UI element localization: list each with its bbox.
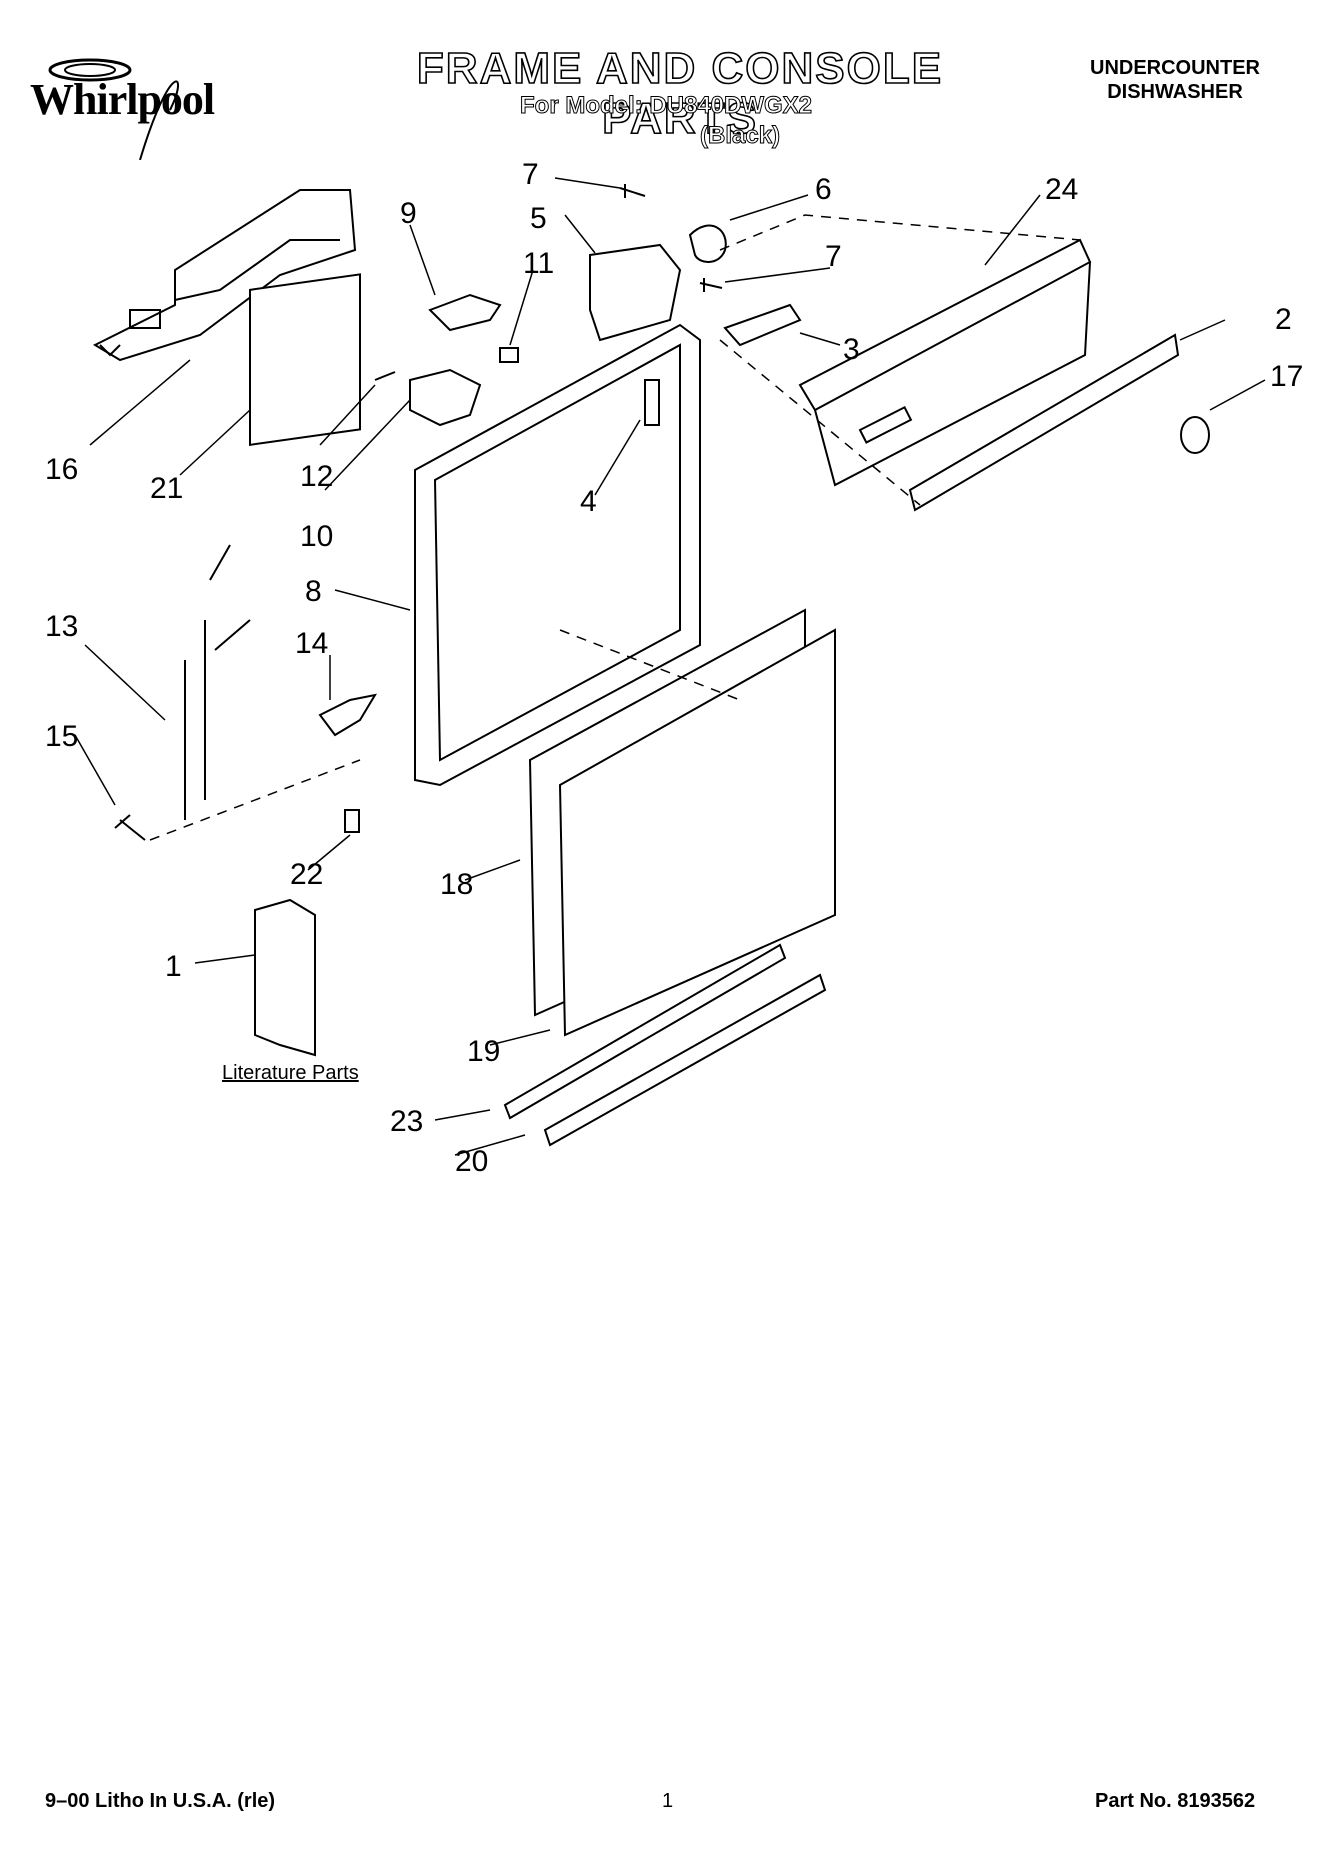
callout-label: 16 [45,453,79,486]
callout-label: 7 [825,240,842,273]
part-18-door-inner [558,628,836,1037]
page-number: 1 [662,1790,674,1812]
part-16-console-bracket [92,189,357,362]
part-11-switch [499,347,519,363]
callout-label: 12 [300,460,334,493]
callout-label: 7 [522,158,539,191]
part-8-frame [414,323,701,787]
literature-parts-label: Literature Parts [222,1062,359,1084]
part-7-screw-mid [699,278,723,292]
part-1-literature [254,898,316,1057]
part-7-screw-top [619,184,646,198]
callout-label: 6 [815,173,832,206]
part-5-latch [589,243,682,342]
callout-label: 15 [45,720,79,753]
callout-label: 8 [305,575,322,608]
part-number: Part No. 8193562 [1095,1790,1256,1812]
product-line-1: UNDERCOUNTER [1090,57,1260,79]
part-22-clip [344,809,360,833]
part-2-panel [908,333,1180,512]
part-15-screw [114,814,146,841]
model-line: For Model: DU840DWGX2 [519,92,813,120]
callout-label: 4 [580,485,597,518]
part-23-trim [503,943,787,1120]
page-title: FRAME AND CONSOLE PARTS [416,43,944,144]
part-12-strip [374,371,396,381]
part-9-bracket [428,293,502,332]
part-17-knob [1180,416,1210,454]
callout-label: 1 [165,950,182,983]
whirlpool-swirl-icon [48,58,180,161]
part-4-hinge [644,379,660,426]
part-3-module [723,303,802,347]
callout-label: 23 [390,1105,424,1138]
callout-label: 3 [843,333,860,366]
callout-label: 13 [45,610,79,643]
whirlpool-logo [20,40,260,161]
callout-label: 20 [455,1145,489,1178]
footer-print-info: 9–00 Litho In U.S.A. (rle) [45,1790,276,1812]
part-13-harness [184,544,251,820]
callout-label: 10 [300,520,334,553]
brand-wordmark: Whirlpool [30,75,215,124]
part-24-console [798,238,1092,487]
variant-label: (Black) [699,122,781,150]
callout-label: 5 [530,202,547,235]
product-line-2: DISHWASHER [1107,81,1243,103]
callout-label: 22 [290,858,324,891]
callout-label: 9 [400,197,417,230]
product-type: UNDERCOUNTER DISHWASHER [1050,56,1300,104]
callout-label: 14 [295,627,329,660]
part-20-trim [543,973,827,1147]
callout-label: 21 [150,472,184,505]
callout-label: 17 [1270,360,1304,393]
callout-label: 24 [1045,173,1079,206]
callout-label: 2 [1275,303,1292,336]
part-14-switch [318,693,378,737]
callout-label: 19 [467,1035,501,1068]
callout-label: 18 [440,868,474,901]
callout-label: 11 [523,247,555,280]
part-21-insulation [249,273,361,447]
part-10-holder [409,368,482,427]
part-6-knob [688,224,727,263]
